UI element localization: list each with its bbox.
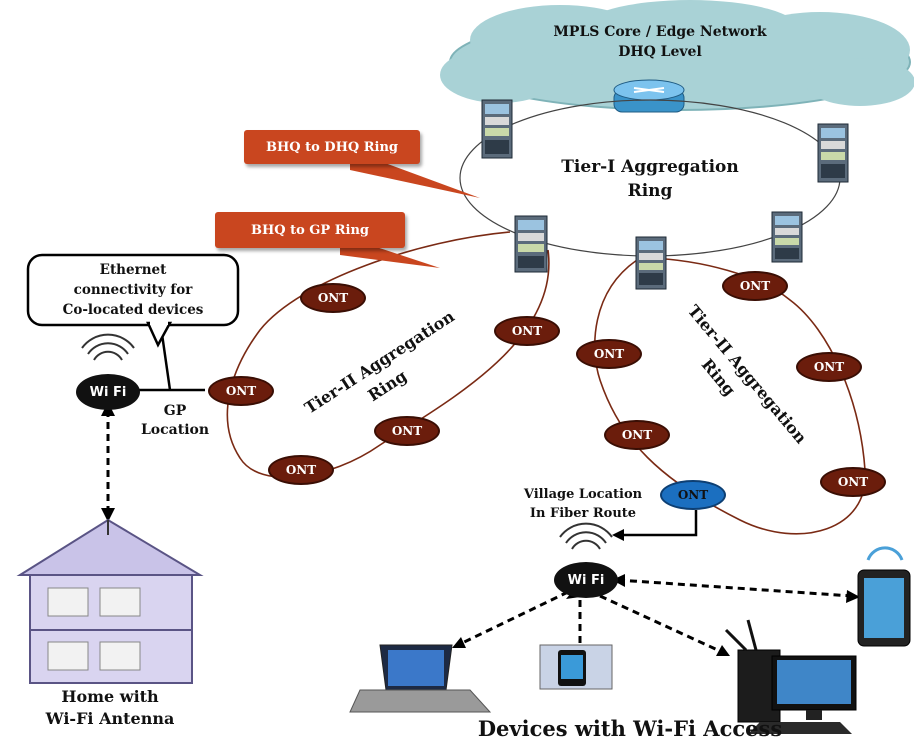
ont-node: ONT (576, 339, 642, 369)
home-wifi-link (101, 402, 115, 522)
home-caption-line2: Wi-Fi Antenna (45, 709, 175, 728)
village-arrowhead (612, 529, 624, 541)
device-links (457, 578, 853, 658)
rack-icon (481, 99, 513, 159)
ont-node: ONT (374, 416, 440, 446)
devices-caption: Devices with Wi-Fi Access (477, 716, 783, 741)
home-caption-line1: Home with (61, 687, 159, 706)
mpls-cloud (440, 0, 914, 111)
ethernet-box-label: Ethernet connectivity for Co-located dev… (30, 260, 236, 320)
ont-node: ONT (300, 283, 366, 313)
gp-location-label: GP Location (130, 402, 220, 440)
ethernet-line3: Co-located devices (62, 302, 204, 318)
callout-bhq-gp: BHQ to GP Ring (215, 212, 405, 248)
ethernet-callout-box (26, 253, 240, 348)
ont-node: ONT (494, 316, 560, 346)
ethernet-line1: Ethernet (99, 262, 167, 278)
home-caption: Home with Wi-Fi Antenna (20, 686, 200, 730)
wifi-signal-village (559, 522, 613, 550)
ont-node: ONT (268, 455, 334, 485)
tier1-ring-label: Tier-I Aggregation Ring (525, 155, 775, 203)
cloud-label-line1: MPLS Core / Edge Network (553, 24, 767, 40)
tier1-ring-label-line1: Tier-I Aggregation (561, 157, 739, 177)
ont-node: ONT (208, 376, 274, 406)
callout-bhq-dhq: BHQ to DHQ Ring (244, 130, 420, 164)
tier2-left-ring (226, 231, 550, 479)
wifi-logo-village: Wi Fi (554, 562, 618, 598)
rack-icon (514, 215, 548, 273)
desktop-computer-icon (724, 619, 857, 734)
gp-location-line2: Location (140, 422, 210, 438)
tier1-ring-label-line2: Ring (627, 181, 673, 201)
ont-node-village: ONT (660, 480, 726, 510)
cloud-label-line2: DHQ Level (618, 44, 702, 60)
wifi-logo-gp: Wi Fi (76, 374, 140, 410)
ont-node: ONT (796, 352, 862, 382)
house-illustration (16, 518, 204, 684)
village-link (622, 510, 698, 537)
rack-icons (481, 99, 849, 290)
cloud-label: MPLS Core / Edge Network DHQ Level (500, 22, 820, 62)
ont-node: ONT (604, 420, 670, 450)
phone-icon (539, 644, 613, 690)
router-icon (613, 79, 685, 113)
village-location-line2: In Fiber Route (529, 506, 637, 521)
village-location-label: Village Location In Fiber Route (498, 485, 668, 523)
tablet-icon (857, 546, 911, 647)
rack-icon (771, 211, 803, 263)
ont-node: ONT (722, 271, 788, 301)
tier2-right-ring (593, 257, 866, 535)
ethernet-line2: connectivity for (73, 282, 193, 298)
rack-icon (635, 236, 667, 290)
gp-location-line1: GP (163, 403, 187, 419)
village-location-line1: Village Location (523, 487, 643, 502)
ont-node: ONT (820, 467, 886, 497)
rack-icon (817, 123, 849, 183)
laptop-icon (349, 644, 492, 713)
wifi-signal-gp (81, 333, 135, 361)
